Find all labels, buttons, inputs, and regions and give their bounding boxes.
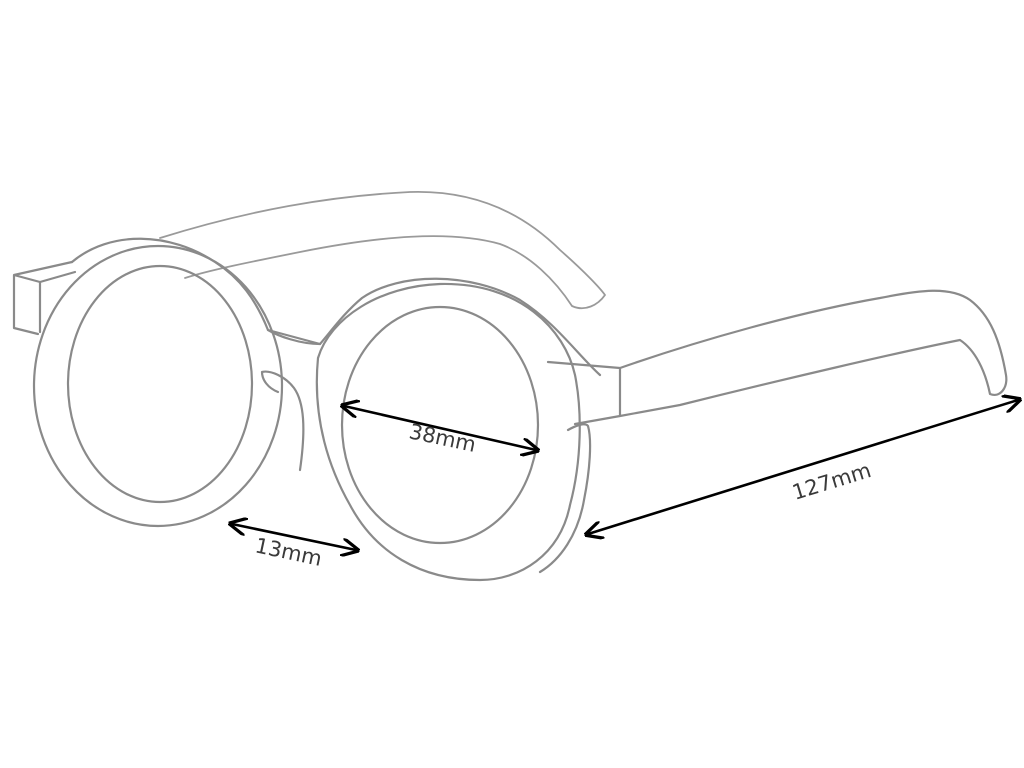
left-frame-outer <box>70 237 602 377</box>
lens-width-label: 38mm <box>407 419 478 457</box>
right-frame-outer <box>315 282 581 582</box>
temple-length-dimension-line <box>588 400 1018 534</box>
temple-length-label: 127mm <box>789 458 873 505</box>
left-hinge <box>12 260 77 336</box>
lens-width-dimension-line <box>344 406 536 450</box>
bridge-width-dimension-line <box>232 524 356 550</box>
bridge-width-label: 13mm <box>253 533 324 571</box>
bridge <box>260 328 322 472</box>
front-temple-arm <box>546 289 1008 426</box>
left-lens <box>66 264 254 504</box>
left-frame-shape <box>32 244 284 528</box>
back-temple-arm <box>159 191 606 310</box>
